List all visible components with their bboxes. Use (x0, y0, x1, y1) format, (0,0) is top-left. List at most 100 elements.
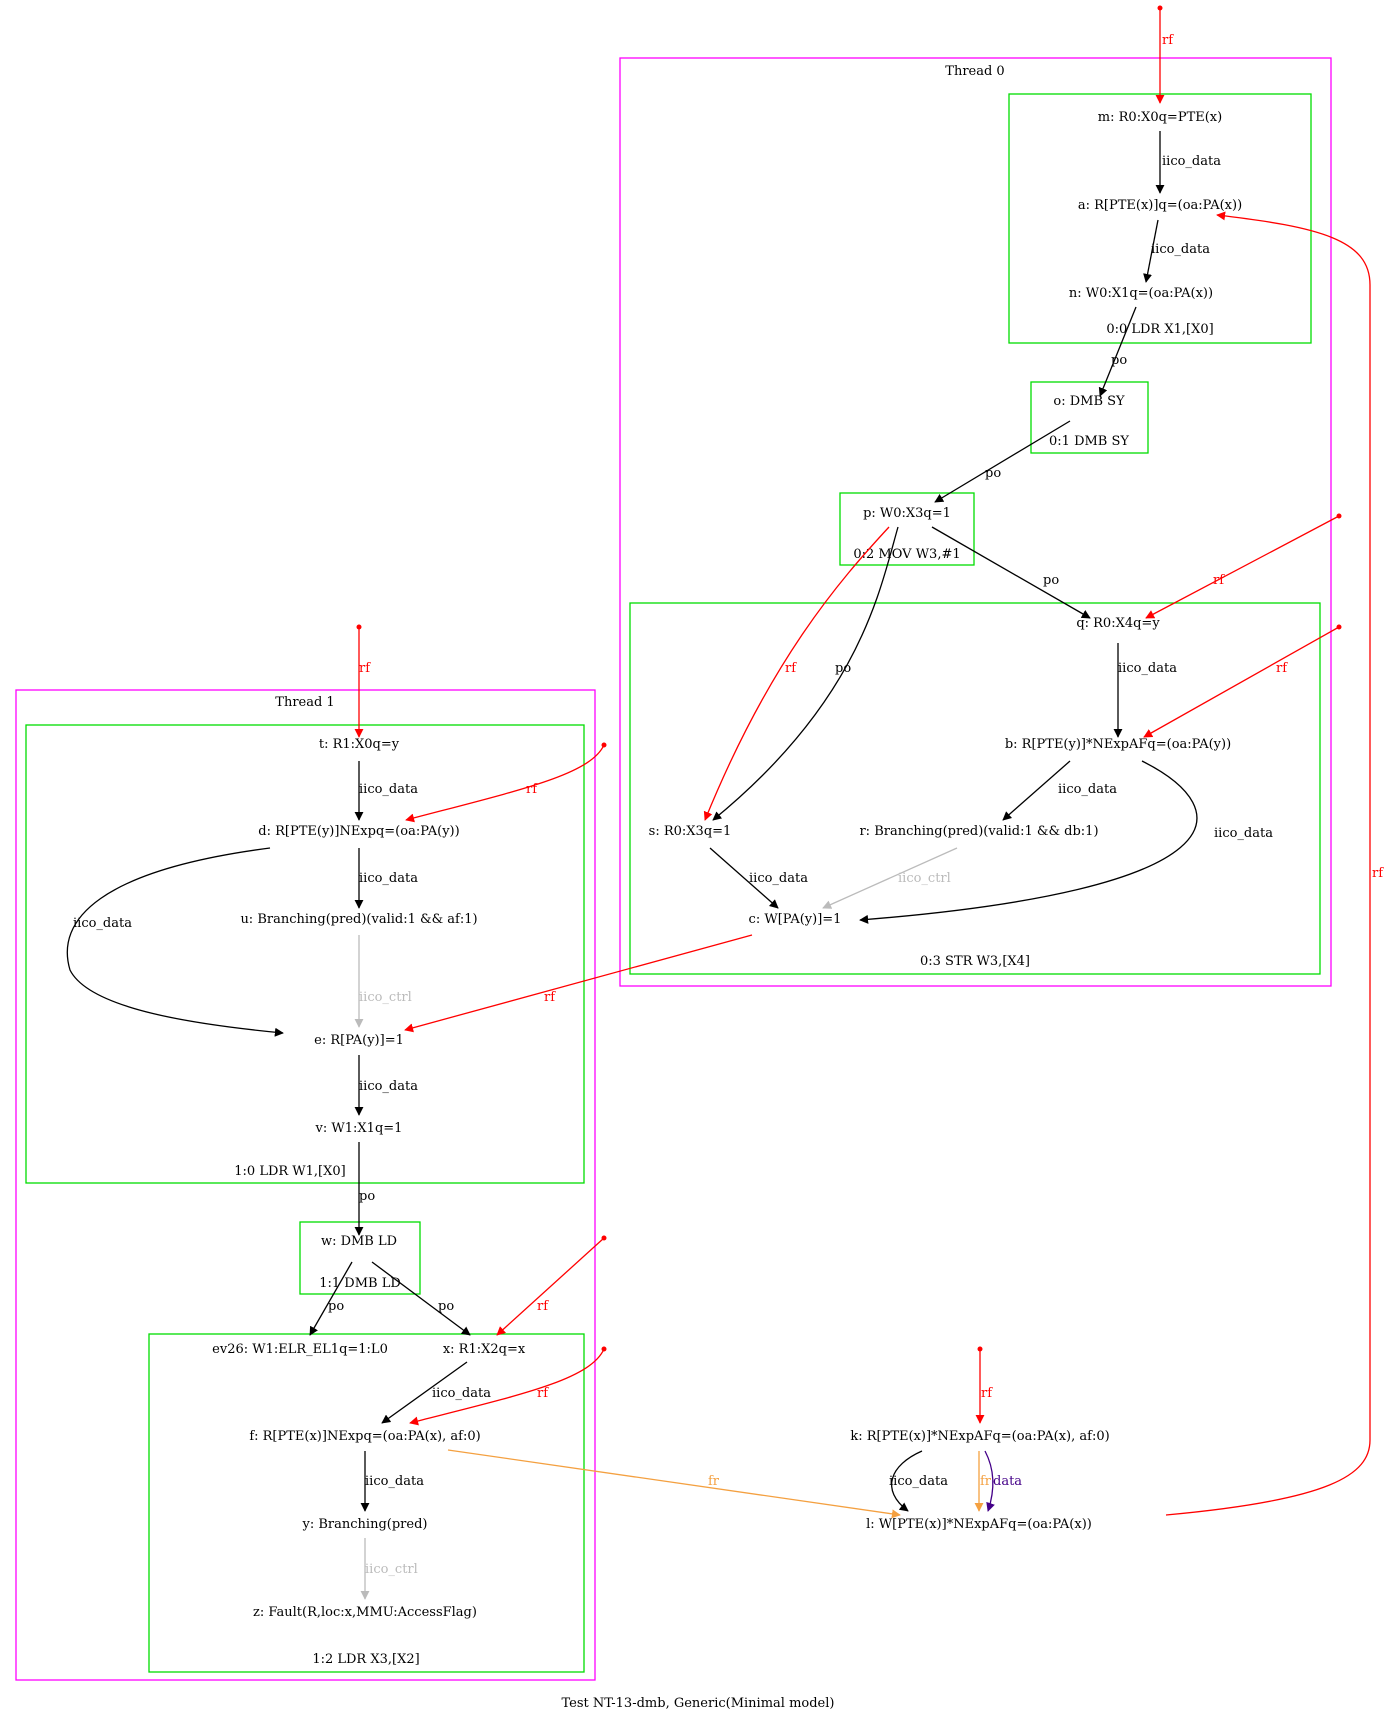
node-y: y: Branching(pred) (302, 1517, 428, 1532)
edge-b-c: iico_data (859, 760, 1273, 924)
edge-rf-init-f: rf (409, 1346, 607, 1426)
edge-rf-init-d: rf (405, 742, 607, 823)
svg-text:rf: rf (981, 1386, 993, 1401)
node-p: p: W0:X3q=1 (863, 506, 951, 521)
node-l: l: W[PTE(x)]*NExpAFq=(oa:PA(x)) (866, 1517, 1092, 1532)
svg-text:po: po (835, 661, 851, 676)
edge-l-a: rf (1165, 211, 1384, 1516)
edge-f-y: iico_data (360, 1451, 424, 1512)
instr-0-2-label: 0:2 MOV W3,#1 (853, 547, 960, 562)
edge-rf-init-x: rf (496, 1235, 607, 1336)
edge-rf-init-q: rf (1145, 513, 1342, 619)
instr-0-1-label: 0:1 DMB SY (1049, 434, 1129, 449)
svg-text:po: po (1043, 573, 1059, 588)
edge-r-c: iico_ctrl (822, 847, 958, 909)
svg-text:iico_data: iico_data (1162, 154, 1221, 169)
svg-text:rf: rf (537, 1299, 549, 1314)
svg-text:po: po (359, 1189, 375, 1204)
edge-rf-init-t: rf (354, 624, 371, 738)
graph-caption: Test NT-13-dmb, Generic(Minimal model) (562, 1696, 835, 1711)
svg-text:iico_data: iico_data (432, 1386, 491, 1401)
node-q: q: R0:X4q=y (1076, 616, 1160, 631)
edge-s-c: iico_data (709, 847, 808, 909)
node-c: c: W[PA(y)]=1 (749, 912, 842, 927)
svg-text:iico_data: iico_data (889, 1474, 948, 1489)
edge-f-l: fr (447, 1449, 901, 1519)
edge-e-v: iico_data (354, 1055, 418, 1116)
edge-d-e: iico_data (66, 847, 284, 1037)
svg-text:po: po (438, 1299, 454, 1314)
instr-0-1-cluster: 0:1 DMB SY (1030, 381, 1149, 454)
edge-k-l-data: data (984, 1450, 1022, 1512)
edge-w-x: po (371, 1261, 471, 1336)
svg-text:rf: rf (785, 661, 797, 676)
node-o: o: DMB SY (1053, 394, 1125, 409)
thread-0-label: Thread 0 (945, 64, 1004, 79)
svg-text:iico_data: iico_data (359, 871, 418, 886)
node-m: m: R0:X0q=PTE(x) (1098, 110, 1222, 125)
instr-1-1-cluster: 1:1 DMB LD (299, 1221, 421, 1295)
svg-text:po: po (985, 466, 1001, 481)
svg-text:data: data (993, 1474, 1022, 1489)
node-t: t: R1:X0q=y (319, 737, 400, 752)
edge-o-p: po (934, 420, 1071, 503)
svg-text:iico_ctrl: iico_ctrl (359, 990, 412, 1005)
svg-text:rf: rf (1372, 866, 1384, 881)
instr-0-3-cluster: 0:3 STR W3,[X4] (629, 602, 1321, 975)
edge-a-n: iico_data (1143, 219, 1210, 283)
node-r: r: Branching(pred)(valid:1 && db:1) (859, 824, 1098, 839)
svg-text:iico_data: iico_data (749, 871, 808, 886)
edge-q-b: iico_data (1113, 643, 1177, 738)
node-w: w: DMB LD (321, 1234, 397, 1249)
edge-k-l-iico: iico_data (889, 1450, 948, 1512)
edge-u-e: iico_ctrl (354, 935, 412, 1028)
svg-text:rf: rf (1213, 573, 1225, 588)
svg-text:iico_data: iico_data (1151, 242, 1210, 257)
svg-text:rf: rf (1276, 661, 1288, 676)
edge-v-w: po (354, 1142, 375, 1236)
edge-x-f: iico_data (381, 1361, 491, 1424)
node-d: d: R[PTE(y)]NExpq=(oa:PA(y)) (258, 824, 459, 839)
instr-1-2-cluster: 1:2 LDR X3,[X2] (148, 1333, 585, 1673)
node-u: u: Branching(pred)(valid:1 && af:1) (240, 912, 477, 927)
svg-text:iico_data: iico_data (359, 782, 418, 797)
svg-text:iico_ctrl: iico_ctrl (365, 1562, 418, 1577)
node-f: f: R[PTE(x)]NExpq=(oa:PA(x), af:0) (249, 1429, 480, 1444)
edge-rf-init-b: rf (1143, 624, 1342, 738)
nodes: m: R0:X0q=PTE(x) a: R[PTE(x)]q=(oa:PA(x)… (212, 110, 1242, 1620)
node-x: x: R1:X2q=x (443, 1342, 526, 1357)
thread-1-label: Thread 1 (275, 695, 334, 710)
svg-text:iico_data: iico_data (1214, 826, 1273, 841)
svg-text:iico_data: iico_data (365, 1474, 424, 1489)
edge-t-d: iico_data (354, 761, 418, 821)
edge-n-o: po (1098, 306, 1137, 397)
edge-p-s-rf: rf (703, 526, 890, 821)
edge-m-a: iico_data (1155, 131, 1221, 194)
svg-text:fr: fr (980, 1474, 992, 1489)
edge-d-u: iico_data (354, 848, 418, 909)
edge-k-l-fr: fr (974, 1451, 992, 1512)
instr-1-1-label: 1:1 DMB LD (319, 1276, 401, 1291)
edge-b-r: iico_data (1002, 760, 1117, 821)
instr-1-0-label: 1:0 LDR W1,[X0] (234, 1164, 345, 1179)
instr-0-0-label: 0:0 LDR X1,[X0] (1106, 322, 1213, 337)
thread-1-cluster: Thread 1 (15, 689, 596, 1681)
instr-1-0-cluster: 1:0 LDR W1,[X0] (25, 724, 585, 1184)
svg-text:iico_data: iico_data (1118, 661, 1177, 676)
instr-0-3-label: 0:3 STR W3,[X4] (920, 954, 1030, 969)
edge-y-z: iico_ctrl (360, 1538, 418, 1600)
node-v: v: W1:X1q=1 (315, 1121, 403, 1136)
node-n: n: W0:X1q=(oa:PA(x)) (1069, 286, 1213, 301)
edge-rf-init-m: rf (1155, 5, 1174, 104)
svg-text:rf: rf (544, 990, 556, 1005)
svg-text:iico_ctrl: iico_ctrl (898, 871, 951, 886)
svg-text:fr: fr (708, 1474, 720, 1489)
node-a: a: R[PTE(x)]q=(oa:PA(x)) (1078, 198, 1242, 213)
edge-w-ev26: po (309, 1261, 353, 1336)
instr-0-2-cluster: 0:2 MOV W3,#1 (839, 492, 975, 566)
svg-text:rf: rf (526, 782, 538, 797)
edge-rf-init-k: rf (975, 1346, 993, 1424)
svg-text:iico_data: iico_data (73, 916, 132, 931)
svg-text:rf: rf (359, 661, 371, 676)
